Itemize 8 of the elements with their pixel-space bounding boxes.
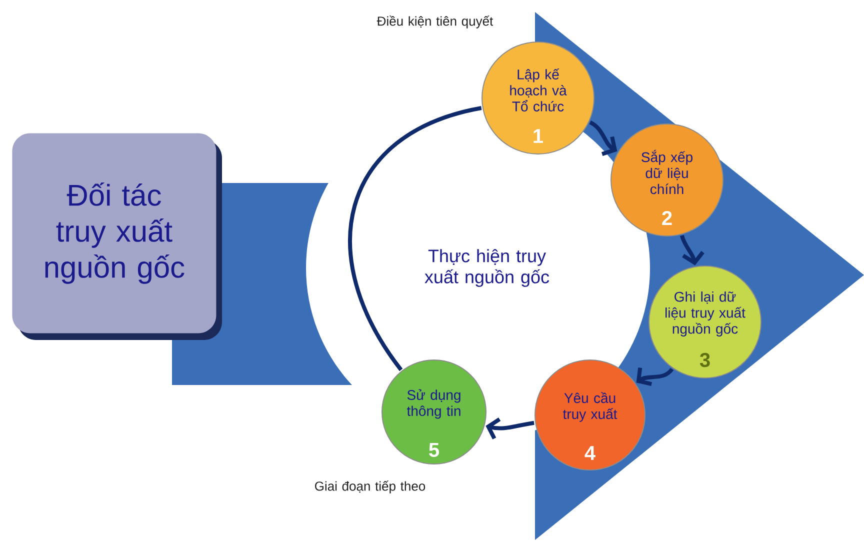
phase-label: Giai đoạn tiếp theo — [315, 480, 426, 494]
arrow — [636, 367, 674, 386]
phase-label: Thực hiện truy xuất nguồn gốc — [424, 249, 550, 287]
arrow — [589, 120, 618, 156]
arrow — [680, 234, 704, 266]
arrow — [486, 418, 534, 440]
partner-box: Đối tác truy xuất nguồn gốc — [12, 133, 222, 340]
phase-label: Điều kiện tiên quyết — [376, 16, 494, 28]
